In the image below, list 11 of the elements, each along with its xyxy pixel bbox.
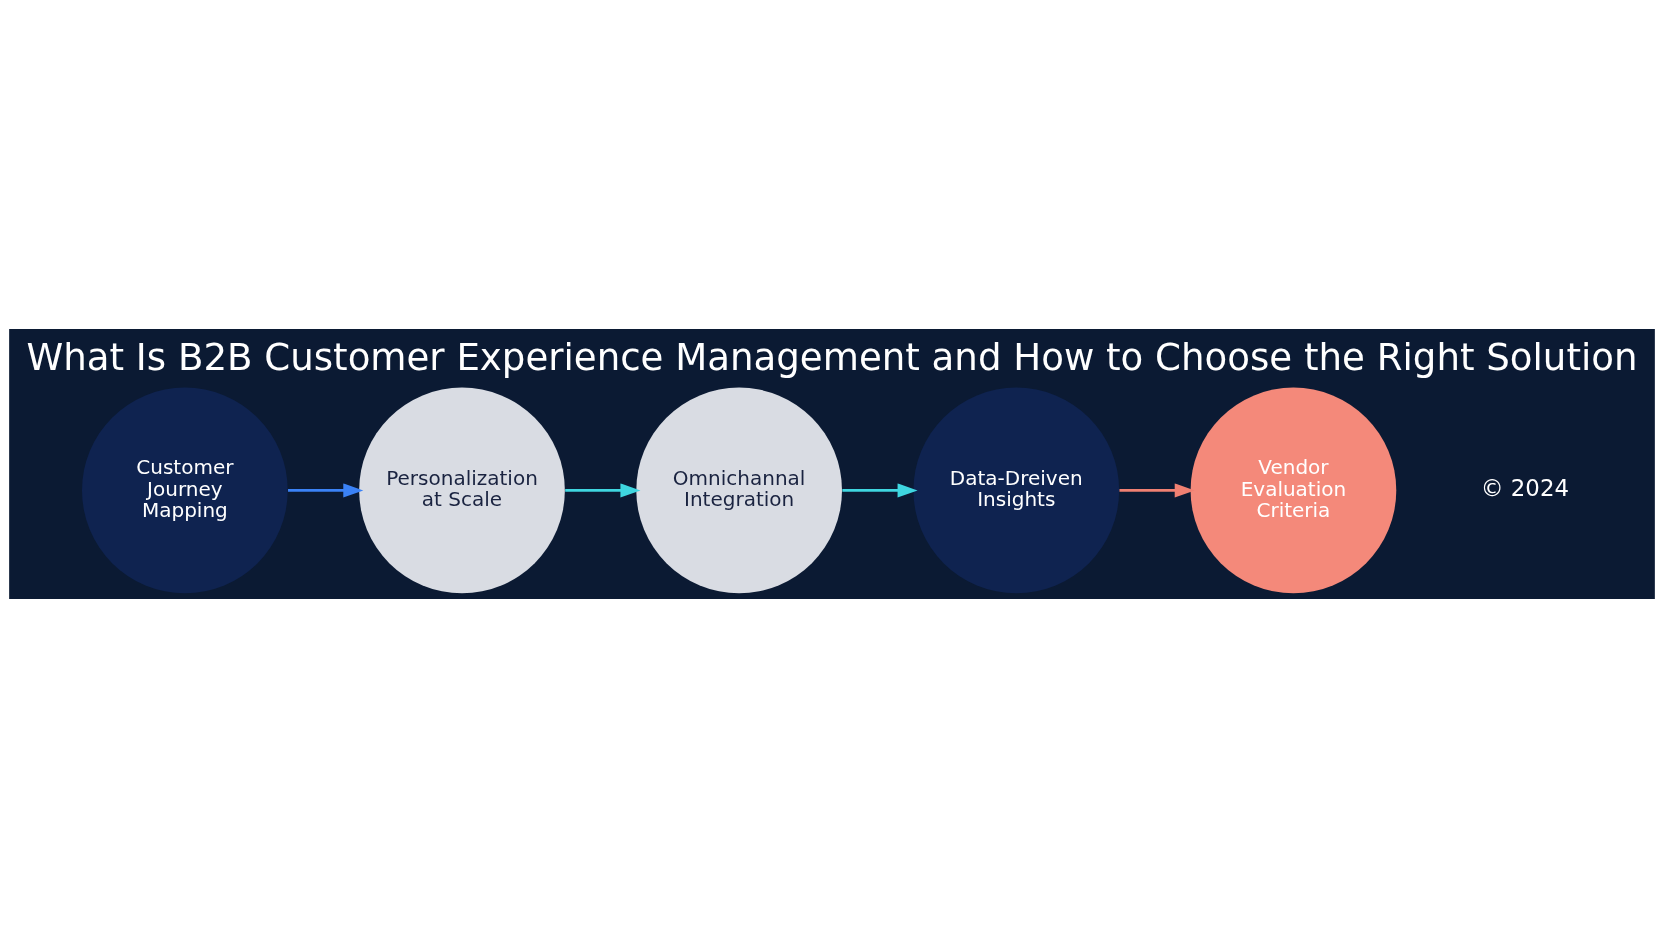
node-circle: Vendor Evaluation Criteria [1190,387,1397,594]
node-circle: Personalization at Scale [359,387,565,594]
arrow [842,483,918,498]
node-circle: Omnichannal Integration [636,387,842,594]
node-circle: Customer Journey Mapping [82,387,288,594]
arrow [288,483,364,498]
arrow [1119,483,1195,498]
node-circle: Data-Dreiven Insights [913,387,1120,594]
diagram-title: What Is B2B Customer Experience Management and How to Choose the Right Solution [26,336,1638,380]
arrow [565,483,641,498]
label: © 2024 [1480,474,1569,501]
